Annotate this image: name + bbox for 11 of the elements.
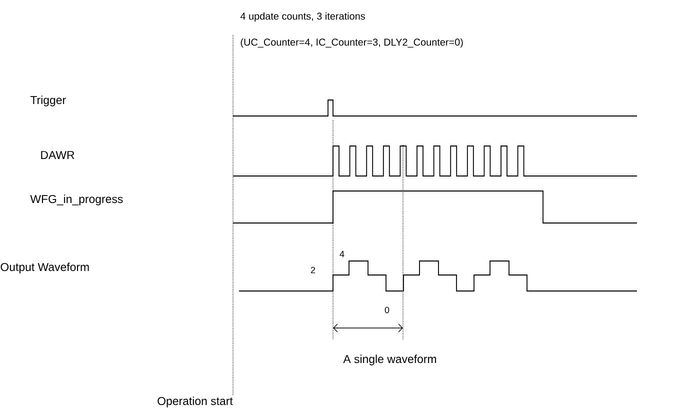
signal-label: Trigger bbox=[30, 96, 66, 106]
annotation: A single waveform bbox=[343, 354, 436, 366]
signal-label: DAWR bbox=[41, 151, 74, 159]
counter-note: (UC_Counter=4, IC_Counter=3, DLY2_Counter=0) bbox=[240, 38, 463, 48]
signal-label: WFG_in_progress bbox=[30, 194, 123, 206]
signal-label: Output Waveform bbox=[0, 262, 89, 274]
value-label: 2 bbox=[310, 266, 316, 274]
annotation: Operation start bbox=[158, 396, 233, 408]
value-label: 0 bbox=[384, 306, 390, 314]
value-label: 4 bbox=[340, 250, 344, 258]
heading-text: 4 update counts, 3 iterations bbox=[240, 12, 365, 22]
